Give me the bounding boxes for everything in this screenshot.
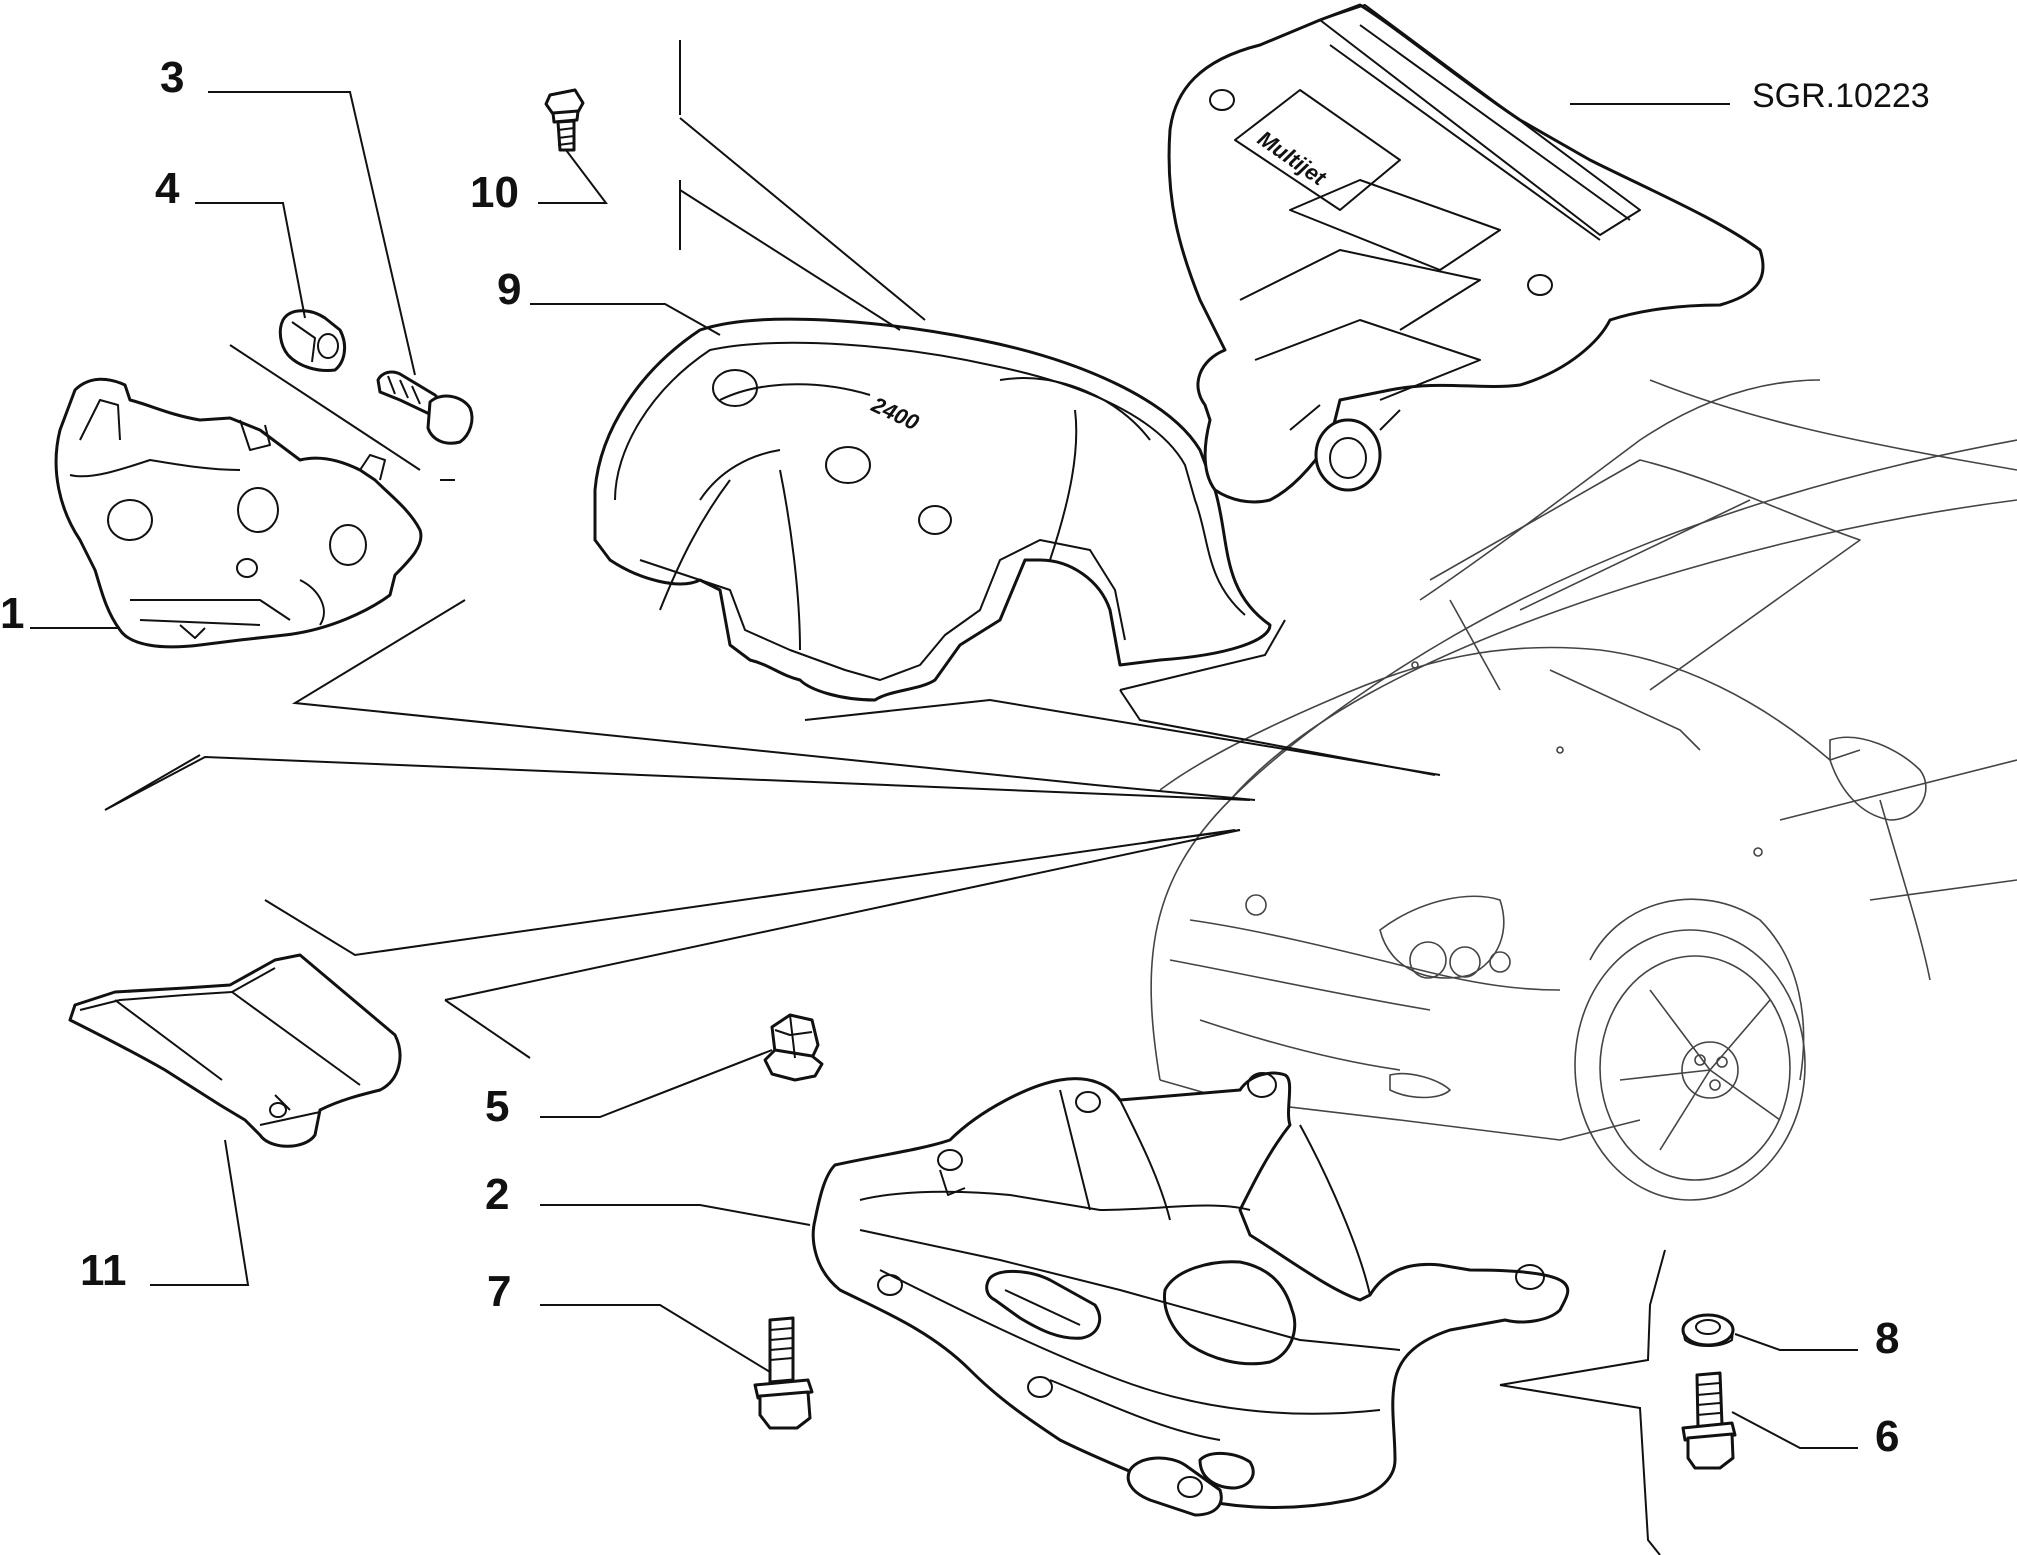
- part-9-engine-cover: 2400: [593, 317, 1272, 702]
- part-11-shield: [68, 953, 402, 1148]
- callout-8: 8: [1875, 1314, 1899, 1363]
- leader-lines: [30, 40, 1858, 1555]
- callout-3: 3: [160, 53, 184, 102]
- callout-2: 2: [485, 1170, 509, 1219]
- car-outline: [1150, 379, 2017, 1201]
- callout-5: 5: [485, 1082, 509, 1131]
- part-3-screw: [376, 370, 474, 445]
- reference-engine-cover: Multijet: [1167, 3, 1765, 504]
- front-wheel: [1574, 898, 1806, 1201]
- callout-labels: 3 4 10 9 1 5 2 7 11 8 6 SGR.10223: [0, 53, 1930, 1461]
- callout-6: 6: [1875, 1412, 1899, 1461]
- callout-10: 10: [470, 168, 519, 217]
- part-7-bolt: [753, 1316, 814, 1430]
- callout-11: 11: [80, 1246, 127, 1295]
- part-8-washer: [1681, 1313, 1735, 1347]
- part-1-heat-shield: [54, 344, 455, 649]
- part-10-screw: [544, 88, 585, 152]
- callout-7: 7: [487, 1267, 511, 1316]
- part-6-bolt: [1681, 1371, 1737, 1470]
- drawing-reference: SGR.10223: [1752, 77, 1930, 115]
- callout-9: 9: [497, 265, 521, 314]
- part-2-underbody-shield: [811, 1071, 1570, 1517]
- part-5-nut: [763, 1013, 824, 1082]
- callout-4: 4: [155, 164, 180, 213]
- part-4-clip: [278, 309, 347, 372]
- callout-1: 1: [0, 589, 24, 638]
